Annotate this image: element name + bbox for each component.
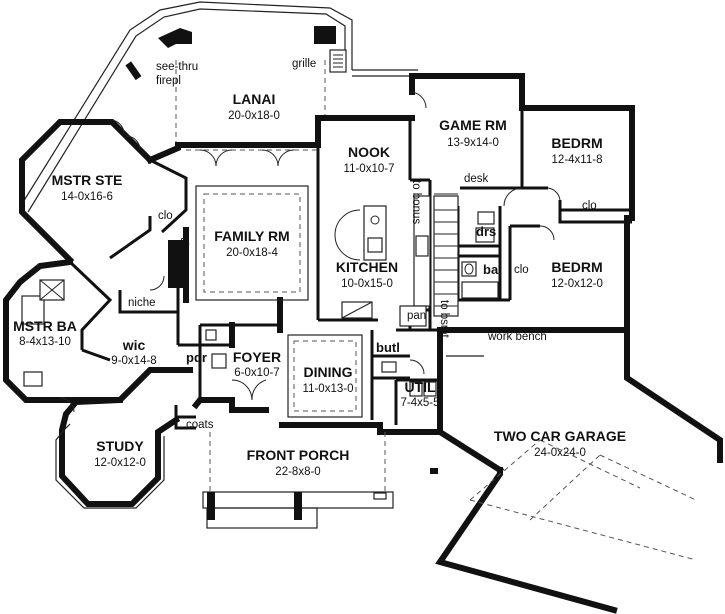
stairs xyxy=(433,195,459,317)
bedrm-2-name: BEDRM xyxy=(551,259,602,275)
dining-dim: 11-0x13-0 xyxy=(303,383,354,395)
butl-label: butl xyxy=(376,340,400,355)
lanai-outline xyxy=(19,1,418,213)
family-rm-name: FAMILY RM xyxy=(214,228,289,244)
garage-name: TWO CAR GARAGE xyxy=(494,428,626,444)
lanai-name: LANAI xyxy=(233,91,276,107)
kitchen-fixtures xyxy=(334,193,459,327)
desk-label: desk xyxy=(464,173,489,185)
lanai-dim: 20-0x18-0 xyxy=(228,110,280,122)
bedrm-2-dim: 12-0x12-0 xyxy=(551,278,603,290)
front-porch-name: FRONT PORCH xyxy=(247,447,350,463)
util-dim: 7-4x5-5 xyxy=(401,397,440,409)
bath-fixtures xyxy=(21,211,499,397)
foyer-dim: 6-0x10-7 xyxy=(234,367,279,379)
grille-label: grille xyxy=(292,58,316,70)
game-rm-name: GAME RM xyxy=(439,117,507,133)
to-bsmt-label: to bsmt xyxy=(438,300,450,339)
mstr-ste-name: MSTR STE xyxy=(52,172,123,188)
front-porch-dim: 22-8x8-0 xyxy=(275,466,320,478)
nook-dim: 11-0x10-7 xyxy=(344,163,395,175)
coats-label: coats xyxy=(186,419,214,431)
util-name: UTIL xyxy=(404,379,436,395)
garage-dim: 24-0x24-0 xyxy=(534,447,586,459)
fp-label: fp xyxy=(180,238,190,250)
pan-label: pan xyxy=(407,310,426,322)
clo-mstr-label: clo xyxy=(158,210,173,222)
room-labels: LANAI 20-0x18-0 GAME RM 13-9x14-0 BEDRM … xyxy=(13,91,626,478)
bedrm-1-dim: 12-4x11-8 xyxy=(552,154,603,166)
front-porch-outline xyxy=(202,432,394,529)
family-room-ceiling xyxy=(186,149,318,301)
dining-name: DINING xyxy=(304,364,353,380)
game-rm-dim: 13-9x14-0 xyxy=(447,137,499,149)
wic-dim: 9-0x14-8 xyxy=(111,355,156,367)
annotations: see-thru firepl grille desk to bonus to … xyxy=(128,58,597,431)
lanai-fixtures xyxy=(125,26,347,81)
clo-bedrm2-label: clo xyxy=(514,264,529,276)
mstr-ba-name: MSTR BA xyxy=(13,318,77,334)
dining-room-ceiling xyxy=(287,334,363,418)
mstr-ba-dim: 8-4x13-10 xyxy=(19,336,71,348)
door-swings xyxy=(59,91,561,413)
kitchen-name: KITCHEN xyxy=(336,259,398,275)
kitchen-dim: 10-0x15-0 xyxy=(341,278,393,290)
drs-label: drs xyxy=(476,224,496,239)
pdr-label: pdr xyxy=(186,350,207,365)
bedrm-1-name: BEDRM xyxy=(551,135,602,151)
family-rm-dim: 20-0x18-4 xyxy=(226,247,278,259)
ba-label: ba xyxy=(483,262,499,277)
work-bench-label: work bench xyxy=(487,331,547,343)
garage-details xyxy=(430,355,697,561)
nook-name: NOOK xyxy=(348,144,390,160)
firepl-label: firepl xyxy=(156,75,181,87)
wic-name: wic xyxy=(122,337,146,353)
study-walls xyxy=(55,396,181,509)
study-dim: 12-0x12-0 xyxy=(94,457,146,469)
see-thru-label: see-thru xyxy=(156,61,198,73)
foyer-name: FOYER xyxy=(233,349,281,365)
study-name: STUDY xyxy=(96,438,144,454)
mstr-ste-dim: 14-0x16-6 xyxy=(61,191,113,203)
to-bonus-label: to bonus xyxy=(410,180,422,224)
clo-bedrm1-label: clo xyxy=(582,200,597,212)
niche-label: niche xyxy=(128,297,156,309)
